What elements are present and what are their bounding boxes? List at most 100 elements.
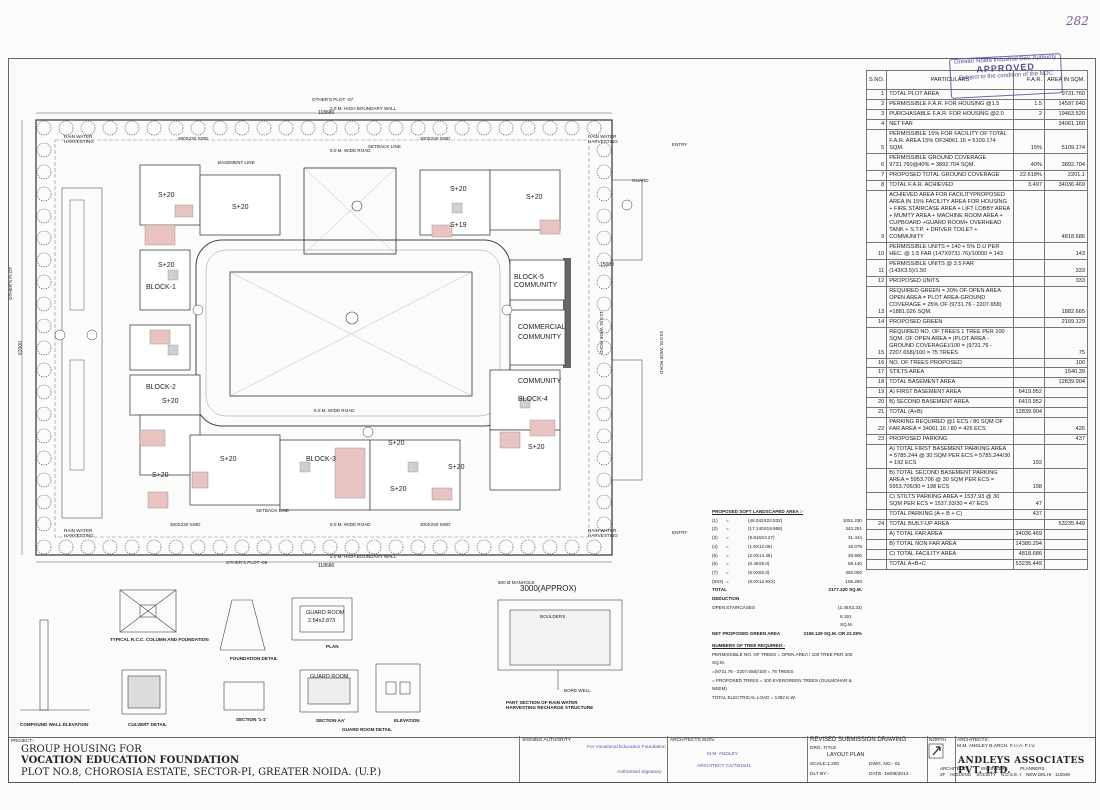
soft-landscape-cell: (3) — [712, 535, 718, 541]
table-cell-particulars: A) FIRST BASEMENT AREA — [886, 387, 1014, 399]
dim-top: 118680 — [318, 110, 335, 116]
table-cell-particulars: C) STILTS PARKING AREA = 1537.93 @ 30 SQ… — [886, 492, 1014, 511]
table-cell-sn: 18 — [865, 377, 888, 389]
soft-landscape-cell: (2) — [712, 526, 718, 532]
table-cell-area: 333 — [1044, 275, 1088, 287]
tree-symbol — [36, 208, 52, 224]
tree-symbol — [124, 539, 140, 555]
rwh-bottom-right: RAIN WATER HARVESTING — [588, 528, 618, 538]
tree-symbol — [596, 274, 612, 290]
title-block: PROJECT:- GROUP HOUSING FOR VOCATION EDU… — [8, 736, 1096, 783]
table-cell-particulars: TOTAL BASEMENT AREA — [886, 377, 1014, 389]
tree-symbol — [564, 120, 580, 136]
project-line-3: PLOT NO.8, CHOROSIA ESTATE, SECTOR-PI, G… — [21, 767, 382, 778]
tree-symbol — [278, 539, 294, 555]
soft-landscape-cell: 18.075 — [847, 543, 862, 549]
s20-label: S+20 — [162, 398, 179, 405]
table-cell-area: 4818.686 — [1044, 189, 1088, 243]
authorised-signatory: Authorised Signatory — [617, 770, 662, 775]
soft-landscape-row: (5)=(2.0X14.45)28.900 — [712, 552, 862, 561]
tree-symbol — [586, 539, 602, 555]
table-cell-area — [1044, 407, 1088, 419]
minus-value: 8.191 SQ.M. — [840, 613, 854, 628]
table-row: B) TOTAL SECOND BASEMENT PARKING AREA = … — [865, 468, 1088, 494]
tree-symbol — [102, 120, 118, 136]
soft-landscape-heading: PROPOSED SOFT LANDSCAPED AREA :- — [712, 509, 804, 514]
soft-landscape-cell: (1) — [712, 517, 718, 523]
section-aa-caption: SECTION AA' — [316, 718, 346, 723]
tree-symbol — [36, 539, 52, 555]
table-cell-particulars: PERMISSIBLE F.A.R. FOR HOUSING @1.5 — [886, 98, 1014, 110]
tree-symbol — [432, 120, 448, 136]
table-cell-area — [1044, 387, 1088, 399]
tree-symbol — [476, 539, 492, 555]
tree-symbol — [234, 120, 250, 136]
tree-symbol — [36, 318, 52, 334]
s20-label: S+20 — [388, 440, 405, 447]
table-cell-sn: 9 — [865, 189, 888, 243]
tree-symbol — [454, 539, 470, 555]
open-staircases-row: OPEN STAIRCASES(2.46X3.33) — [712, 604, 862, 613]
tree-symbol — [36, 274, 52, 290]
table-cell-area: 1882.665 — [1044, 285, 1088, 318]
rcc-column-caption: TYPICAL R.C.C. COLUMN AND FOUNDATION — [110, 637, 209, 642]
bottom-boundary-wall: 2.0 M. HIGH BOUNDARY WALL — [330, 554, 397, 559]
dlt-by: DLT BY:- — [810, 772, 830, 777]
tree-symbol — [388, 120, 404, 136]
table-cell-sn — [865, 444, 888, 470]
table-cell-particulars: PURCHASABLE F.A.R. FOR HOUSING @2.0 — [886, 108, 1014, 120]
s20-label: S+20 — [526, 194, 543, 201]
architects-sign-label: ARCHITECTS SIGN. — [670, 738, 716, 743]
soft-landscape-cell: 28.900 — [847, 552, 862, 558]
compound-wall-caption: COMPOUND WALL ELEVATION — [20, 722, 89, 727]
tree-symbol — [58, 120, 74, 136]
table-cell-far — [1012, 258, 1046, 277]
table-cell-sn: 16 — [865, 357, 888, 369]
top-boundary-wall: 2.0 M. HIGH BOUNDARY WALL — [330, 106, 397, 111]
swd-bottom-left: 300X230 SWD — [170, 522, 201, 527]
soft-landscape-cell: 155.280 — [845, 578, 862, 584]
table-cell-sn: 21 — [865, 407, 888, 419]
soft-landscape-row: (4)=(1.5X12.06)18.075 — [712, 543, 862, 552]
community-label-2: COMMUNITY — [518, 334, 562, 341]
table-cell-particulars: A) TOTAL FAR AREA — [886, 529, 1014, 541]
s20-label: S+20 — [232, 204, 249, 211]
tree-symbol — [498, 120, 514, 136]
s20-label: S+20 — [450, 186, 467, 193]
tree-symbol — [146, 120, 162, 136]
soft-landscape-cell: (8X2) — [712, 578, 724, 584]
swd-bottom-right: 300X230 SWD — [420, 522, 451, 527]
block-5-label: BLOCK-5 — [514, 274, 544, 281]
s20-label: S+20 — [220, 456, 237, 463]
elevation-caption: ELEVATION — [394, 718, 420, 723]
revised-label: REVISED SUBMISSION DRAWING — [810, 737, 907, 743]
table-cell-area — [1044, 559, 1088, 571]
table-cell-particulars: PERMISSIBLE UNITS @ 3.5 FAR (143X3.5)/1.… — [886, 258, 1014, 277]
swd-top-left: 300X230 SWD — [178, 136, 209, 141]
guard-label: GUARD — [632, 178, 649, 183]
tree-symbol — [256, 120, 272, 136]
table-cell-area: 3892.704 — [1044, 152, 1088, 171]
table-cell-sn: 23 — [865, 434, 888, 446]
table-cell-far — [1012, 326, 1046, 359]
dim-bottom: 118680 — [318, 563, 335, 569]
trees-line-2: =(9731.76 - 2207.658)/100 = 75 TREES — [712, 668, 794, 674]
block-4-label: BLOCK-4 — [518, 396, 548, 403]
table-cell-area — [1044, 468, 1088, 494]
manhole-label: 500 Ø MANHOLE — [498, 580, 535, 585]
soft-landscape-cell: = — [726, 543, 729, 549]
minus-row: 8.191 SQ.M. — [712, 613, 862, 630]
foundation-caption: FOUNDATION DETAIL — [230, 656, 278, 661]
setback-bottom: SETBACK LINE — [256, 508, 289, 513]
firm-sub: ARCHITECTS ENGINEERS PLANNERS — [940, 766, 1045, 771]
others-plot-left: OTHER'S PLOT — [8, 266, 13, 300]
tree-symbol — [36, 296, 52, 312]
table-cell-far: 15% — [1012, 128, 1046, 154]
tree-symbol — [300, 120, 316, 136]
